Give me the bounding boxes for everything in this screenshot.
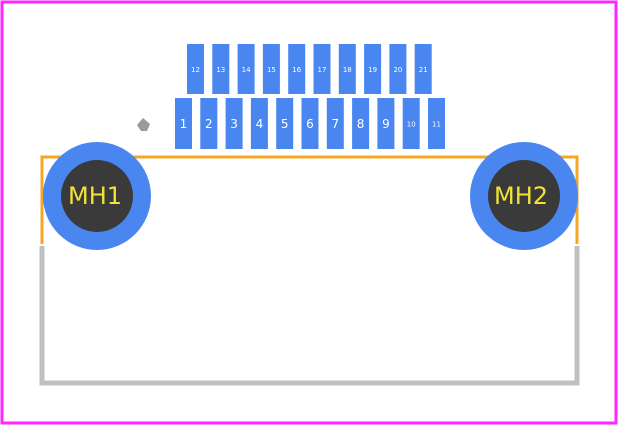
pad-label-8: 8 bbox=[357, 117, 365, 131]
pad-label-13: 13 bbox=[216, 66, 225, 74]
pads-bottom-row: 1 2 3 4 5 6 7 8 9 10 11 bbox=[175, 98, 445, 149]
pad-8 bbox=[352, 98, 370, 149]
pad-label-4: 4 bbox=[256, 117, 264, 131]
pad-2 bbox=[200, 98, 218, 149]
mh1-drill bbox=[61, 160, 133, 232]
pad-21 bbox=[414, 44, 432, 94]
pad-14 bbox=[237, 44, 255, 94]
pad-9 bbox=[377, 98, 395, 149]
pad-label-16: 16 bbox=[292, 66, 301, 74]
mounting-hole-mh2: MH2 bbox=[470, 142, 578, 250]
pad-label-17: 17 bbox=[318, 66, 327, 74]
pad-1 bbox=[175, 98, 192, 149]
pads-top-row: 12 13 14 15 16 17 18 19 20 21 bbox=[187, 44, 432, 94]
pad-18 bbox=[338, 44, 356, 94]
pad-label-20: 20 bbox=[393, 66, 402, 74]
pad-label-2: 2 bbox=[205, 117, 213, 131]
pad-label-5: 5 bbox=[281, 117, 289, 131]
mh2-label: MH2 bbox=[494, 182, 548, 210]
pad-label-12: 12 bbox=[191, 66, 200, 74]
pad-12 bbox=[187, 44, 204, 94]
mh2-drill bbox=[488, 160, 560, 232]
pad-10 bbox=[402, 98, 420, 149]
pad-4 bbox=[250, 98, 268, 149]
pad-label-11: 11 bbox=[432, 121, 441, 129]
pad-label-10: 10 bbox=[407, 121, 416, 129]
pad-label-3: 3 bbox=[230, 117, 238, 131]
pad-label-7: 7 bbox=[331, 117, 339, 131]
pad-label-1: 1 bbox=[180, 117, 188, 131]
pad-15 bbox=[262, 44, 280, 94]
pad-label-9: 9 bbox=[382, 117, 390, 131]
pad-label-19: 19 bbox=[368, 66, 377, 74]
pin1-marker-icon bbox=[137, 118, 150, 131]
silkscreen-bottom-outline bbox=[39, 246, 580, 386]
pad-6 bbox=[301, 98, 319, 149]
pad-20 bbox=[389, 44, 407, 94]
pad-label-14: 14 bbox=[242, 66, 251, 74]
mh1-label: MH1 bbox=[68, 182, 122, 210]
pad-19 bbox=[364, 44, 382, 94]
pad-label-15: 15 bbox=[267, 66, 276, 74]
pad-label-6: 6 bbox=[306, 117, 314, 131]
pad-5 bbox=[276, 98, 294, 149]
mounting-hole-mh1: MH1 bbox=[43, 142, 151, 250]
pad-16 bbox=[288, 44, 306, 94]
pad-label-21: 21 bbox=[419, 66, 428, 74]
pad-11 bbox=[428, 98, 445, 149]
pad-label-18: 18 bbox=[343, 66, 352, 74]
pad-3 bbox=[225, 98, 243, 149]
pad-7 bbox=[326, 98, 344, 149]
pad-17 bbox=[313, 44, 331, 94]
pad-13 bbox=[212, 44, 230, 94]
